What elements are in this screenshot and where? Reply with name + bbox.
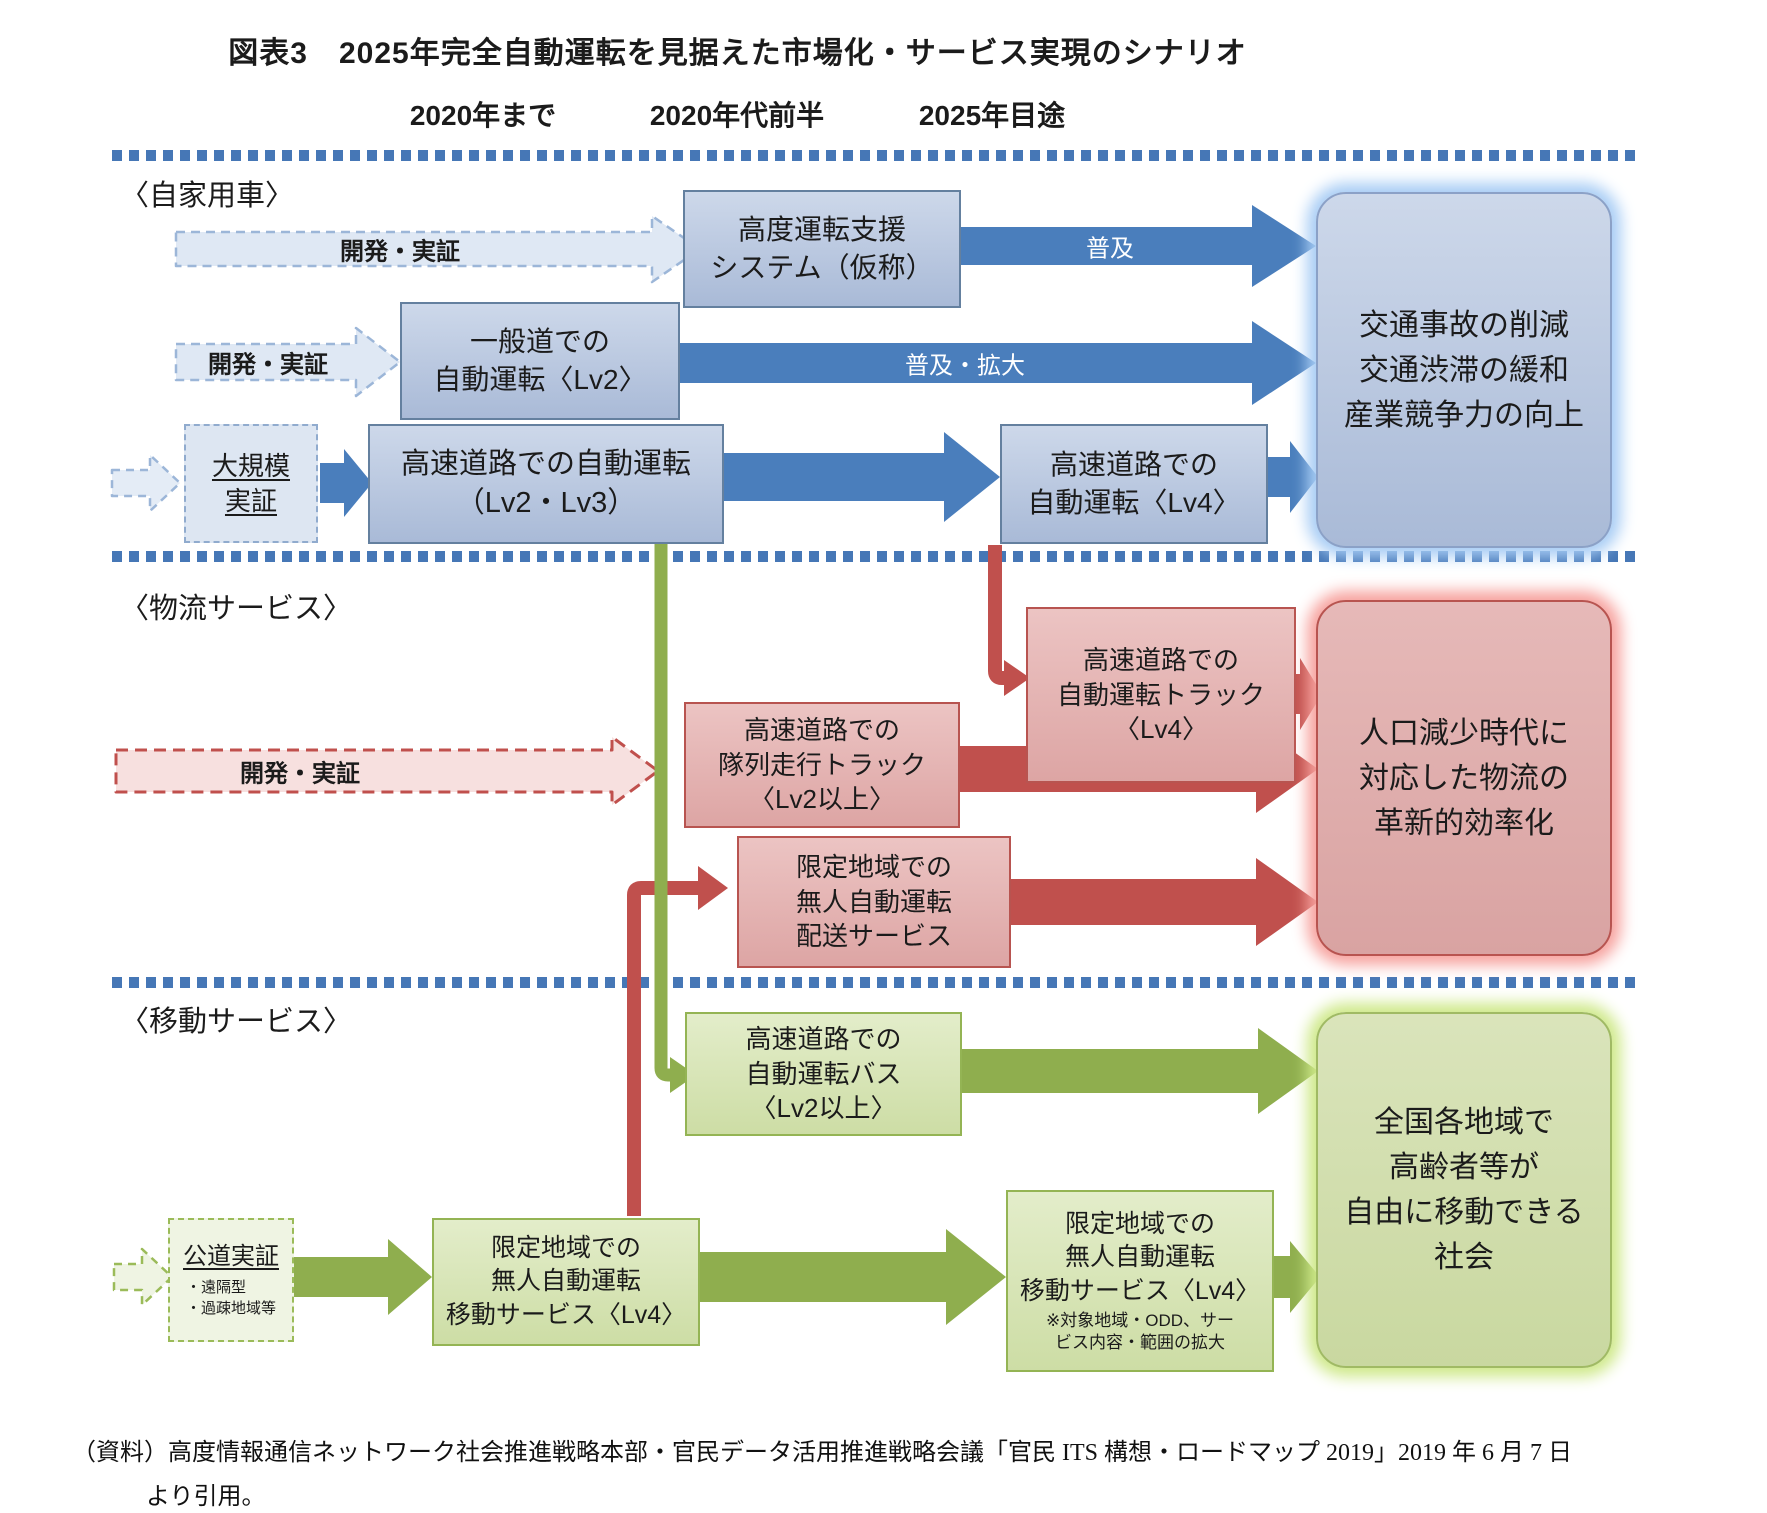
- lv4-to-truck-connector: [988, 545, 1004, 685]
- source-note-line1: （資料）高度情報通信ネットワーク社会推進戦略本部・官民データ活用推進戦略会議「官…: [72, 1440, 1572, 1466]
- section-label-private-car: 〈自家用車〉: [120, 180, 295, 212]
- mobility-to-delivery-arrowhead: [698, 866, 728, 910]
- bus-to-goal-arrow: [962, 1028, 1318, 1114]
- lv23-to-lv4-arrow: [724, 432, 1000, 522]
- dev-trial-arrow-logistics: [114, 735, 660, 807]
- delivery-box: 限定地域での 無人自動運転 配送サービス: [737, 836, 1011, 968]
- timeline-label-early2020s: 2020年代前半: [649, 100, 825, 131]
- dev-trial-label-logistics: 開発・実証: [240, 760, 360, 788]
- figure-title: 図表3 2025年完全自動運転を見据えた市場化・サービス実現のシナリオ: [228, 37, 1247, 70]
- spread-expand-label: 普及・拡大: [905, 352, 1025, 380]
- public-road-trial-box: 公道実証 ・遠隔型 ・過疎地域等: [168, 1218, 294, 1342]
- mobility-service-box2: 限定地域での 無人自動運転 移動サービス〈Lv4〉 ※対象地域・ODD、サー ビ…: [1006, 1190, 1274, 1372]
- lv23-to-bus-connector: [654, 544, 670, 1082]
- dev-trial-arrow-row1: [174, 214, 702, 284]
- separator-line-top: [112, 150, 1636, 161]
- timeline-label-2020: 2020年まで: [409, 100, 557, 131]
- delivery-to-goal-arrow: [1011, 858, 1318, 946]
- platoon-box: 高速道路での 隊列走行トラック 〈Lv2以上〉: [684, 702, 960, 828]
- truck-lv4-box: 高速道路での 自動運転トラック 〈Lv4〉: [1026, 607, 1296, 783]
- truck-to-goal-arrow: [1294, 658, 1322, 730]
- service2-to-goal-arrow: [1274, 1241, 1320, 1313]
- dev-trial-label-row2: 開発・実証: [208, 351, 328, 379]
- spread-expand-arrow: [680, 321, 1316, 405]
- private-car-goal-box: 交通事故の削減 交通渋滞の緩和 産業競争力の向上: [1316, 192, 1612, 548]
- bus-box: 高速道路での 自動運転バス 〈Lv2以上〉: [685, 1012, 962, 1136]
- adas-box: 高度運転支援 システム（仮称）: [683, 190, 961, 308]
- small-dashed-arrow-mobility: [112, 1247, 174, 1307]
- lv4-to-truck-arrowhead: [1004, 660, 1030, 696]
- spread-label: 普及: [1086, 235, 1134, 263]
- general-road-box: 一般道での 自動運転〈Lv2〉: [400, 302, 680, 420]
- spread-arrow: [960, 205, 1316, 287]
- section-label-logistics: 〈物流サービス〉: [120, 593, 353, 625]
- dev-trial-arrow-row2: [174, 326, 402, 398]
- large-trial-box: 大規模 実証: [184, 424, 318, 543]
- logistics-goal-box: 人口減少時代に 対応した物流の 革新的効率化: [1316, 600, 1612, 956]
- mobility-service-box1: 限定地域での 無人自動運転 移動サービス〈Lv4〉: [432, 1218, 700, 1346]
- small-dashed-arrow-row3: [110, 453, 182, 513]
- service1-to-service2-arrow: [700, 1229, 1006, 1325]
- highway-lv23-box: 高速道路での自動運転 （Lv2・Lv3）: [368, 424, 724, 544]
- trial-to-highway-arrow: [320, 449, 372, 517]
- lv23-to-bus-arrowhead: [670, 1057, 696, 1093]
- trial-to-service-arrow: [294, 1239, 432, 1315]
- separator-line-middle: [112, 551, 1636, 562]
- mobility-service-box2-main: 限定地域での 無人自動運転 移動サービス〈Lv4〉: [1019, 1209, 1261, 1305]
- lv4-to-goal-arrow: [1268, 441, 1318, 513]
- section-label-mobility: 〈移動サービス〉: [120, 1006, 353, 1038]
- mobility-goal-box: 全国各地域で 高齢者等が 自由に移動できる 社会: [1316, 1012, 1612, 1368]
- mobility-service-box2-note: ※対象地域・ODD、サー ビス内容・範囲の拡大: [1045, 1311, 1235, 1353]
- public-road-trial-title: 公道実証: [183, 1243, 279, 1271]
- timeline-label-2025: 2025年目途: [918, 100, 1066, 131]
- public-road-trial-notes: ・遠隔型 ・過疎地域等: [185, 1278, 276, 1317]
- mobility-to-delivery-connector: [627, 881, 698, 1216]
- highway-lv4-box: 高速道路での 自動運転〈Lv4〉: [1000, 424, 1268, 544]
- separator-line-bottom: [112, 977, 1636, 988]
- dev-trial-label-row1: 開発・実証: [340, 238, 460, 266]
- source-note-line2: より引用。: [146, 1484, 266, 1510]
